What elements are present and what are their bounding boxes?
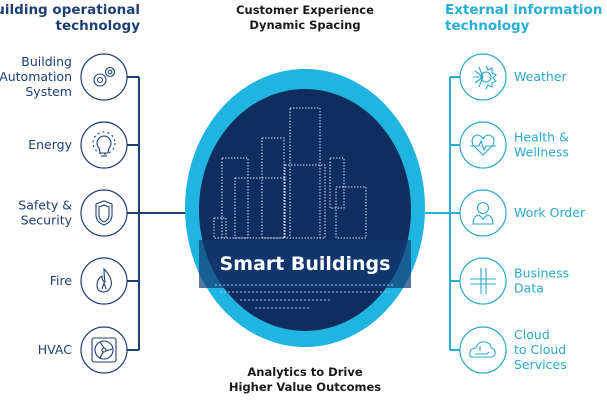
- left-item-hvac: HVAC: [38, 326, 128, 374]
- right-item-health-wellness: Health &Wellness: [459, 121, 569, 169]
- item-label: Weather: [514, 69, 567, 84]
- city-skyline-icon: [213, 107, 367, 239]
- lightbulb-icon: [92, 131, 116, 157]
- item-label: Health &Wellness: [514, 130, 569, 160]
- right-item-weather: Weather: [459, 53, 567, 101]
- data-grid-icon: [470, 268, 496, 294]
- item-label: Safety &Security: [18, 198, 72, 228]
- item-label: Energy: [28, 137, 72, 152]
- item-label: Work Order: [514, 205, 586, 220]
- left-item-fire: Fire: [50, 257, 128, 305]
- weather-icon: [473, 65, 497, 90]
- city-reflection: [215, 284, 395, 309]
- right-item-work-order: Work Order: [459, 189, 586, 237]
- shield-icon: [95, 200, 113, 226]
- center-label: Smart Buildings: [220, 253, 391, 275]
- label-band: [199, 240, 411, 288]
- left-item-safety-security: Safety &Security: [18, 189, 128, 237]
- inner-core: [199, 89, 411, 331]
- item-label: HVAC: [38, 342, 72, 357]
- right-connector-bus: [422, 76, 460, 351]
- item-label: Fire: [50, 273, 73, 288]
- heart-pulse-icon: [470, 134, 496, 156]
- flame-icon: [96, 267, 112, 293]
- gears-icon: [93, 66, 116, 87]
- left-item-energy: Energy: [28, 121, 128, 169]
- left-connector-bus: [127, 76, 188, 351]
- cloud-icon: [469, 341, 496, 358]
- fan-icon: [91, 337, 117, 363]
- person-icon: [472, 201, 494, 225]
